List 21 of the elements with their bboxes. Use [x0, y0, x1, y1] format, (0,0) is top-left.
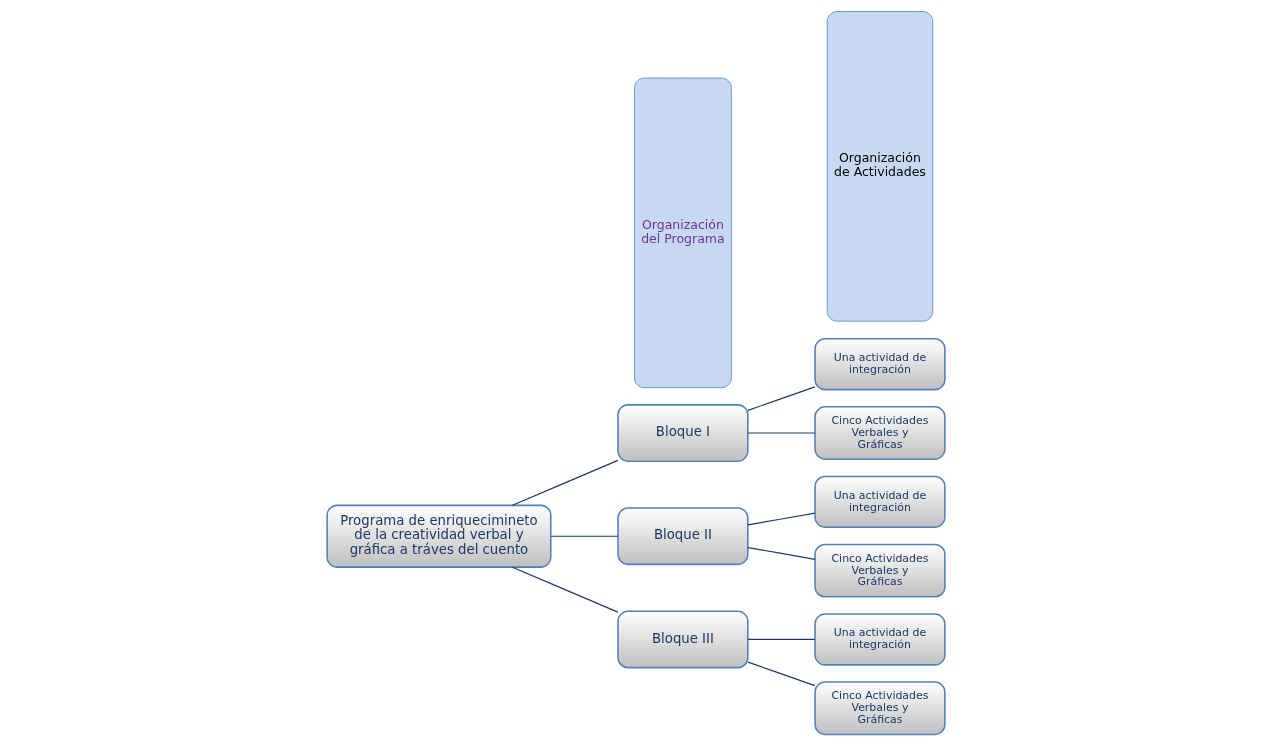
node-box: Una actividad de integración [813, 475, 946, 528]
node-box: Cinco Actividades Verbales y Gráficas [813, 681, 946, 736]
connector [511, 566, 618, 613]
node-box: Una actividad de integración [813, 338, 946, 391]
connector [746, 432, 815, 434]
node-box: Organización del Programa [633, 77, 732, 389]
node-box: Cinco Actividades Verbales y Gráficas [813, 406, 946, 460]
connector [746, 386, 815, 411]
node-box: Bloque II [616, 507, 749, 566]
node-box: Cinco Actividades Verbales y Gráficas [813, 543, 946, 598]
node-box: Bloque I [616, 404, 749, 462]
connector [511, 459, 618, 506]
connector [746, 638, 815, 641]
connector [549, 535, 618, 537]
node-box: Programa de enriquecimineto de la creatividad verbal y gráfica a tráves del cuento [325, 504, 552, 568]
node-box: Organización de Actividades [826, 11, 933, 322]
connector [746, 512, 815, 526]
connector [746, 661, 815, 687]
node-box: Bloque III [616, 610, 749, 669]
node-box: Una actividad de integración [813, 613, 946, 666]
connector [746, 546, 815, 560]
